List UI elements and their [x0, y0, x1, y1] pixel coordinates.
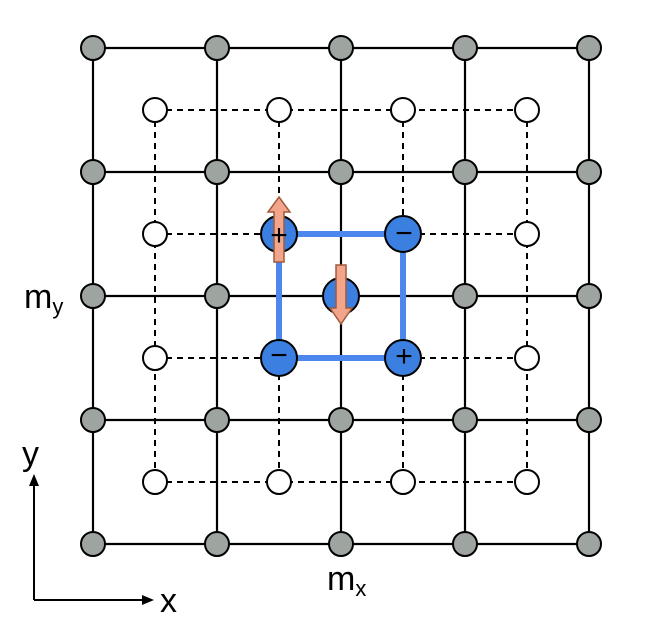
blue-site-bottom-left — [260, 339, 298, 377]
gray-site-2-0 — [80, 283, 106, 309]
blue-sites — [260, 215, 422, 377]
white-site-1-3 — [514, 221, 540, 247]
gray-site-1-0 — [80, 159, 106, 185]
white-site-0-3 — [514, 97, 540, 123]
white-site-3-0 — [142, 469, 168, 495]
white-site-3-2 — [390, 469, 416, 495]
gray-site-1-3 — [452, 159, 478, 185]
spin-down-arrow-icon — [328, 264, 354, 326]
gray-site-3-4 — [576, 407, 602, 433]
gray-site-2-3 — [452, 283, 478, 309]
mx-label-main: m — [327, 560, 355, 598]
gray-site-0-3 — [452, 35, 478, 61]
white-site-1-0 — [142, 221, 168, 247]
gray-site-3-2 — [328, 407, 354, 433]
gray-site-0-2 — [328, 35, 354, 61]
plaquette-outline — [276, 231, 406, 361]
my-label-main: m — [24, 278, 52, 316]
axes — [29, 474, 154, 605]
blue-site-top-right — [384, 215, 422, 253]
gray-site-4-3 — [452, 531, 478, 557]
white-site-0-0 — [142, 97, 168, 123]
my-label: my — [24, 278, 63, 319]
gray-site-4-0 — [80, 531, 106, 557]
gray-site-4-2 — [328, 531, 354, 557]
plaquette-square — [276, 231, 406, 361]
charge-sign-top-right: − — [395, 217, 413, 250]
gray-site-0-0 — [80, 35, 106, 61]
white-site-0-2 — [390, 97, 416, 123]
white-site-0-1 — [266, 97, 292, 123]
white-site-2-3 — [514, 345, 540, 371]
gray-site-2-1 — [204, 283, 230, 309]
gray-site-3-0 — [80, 407, 106, 433]
axis-y-arrowhead — [29, 474, 39, 486]
gray-site-2-4 — [576, 283, 602, 309]
axis-y-label: y — [22, 435, 39, 473]
gray-site-0-1 — [204, 35, 230, 61]
gray-site-1-4 — [576, 159, 602, 185]
blue-site-bottom-right — [384, 339, 422, 377]
charge-sign-bottom-left: − — [270, 339, 288, 372]
gray-site-0-4 — [576, 35, 602, 61]
white-site-2-0 — [142, 345, 168, 371]
gray-site-3-3 — [452, 407, 478, 433]
gray-site-4-4 — [576, 531, 602, 557]
charge-sign-bottom-right: + — [395, 340, 413, 373]
gray-site-1-1 — [204, 159, 230, 185]
axis-x-arrowhead — [142, 595, 154, 605]
mx-label-sub: x — [355, 576, 366, 601]
gray-site-3-1 — [204, 407, 230, 433]
gray-site-1-2 — [328, 159, 354, 185]
gray-sites — [80, 35, 602, 557]
axis-x-label: x — [160, 582, 177, 620]
gray-site-4-1 — [204, 531, 230, 557]
spin-arrows — [266, 195, 354, 326]
white-site-3-1 — [266, 469, 292, 495]
charge-sign-top-left: + — [270, 219, 288, 252]
mx-label: mx — [327, 560, 366, 601]
white-sites — [142, 97, 540, 495]
dashed-lattice-lines — [154, 109, 528, 483]
spin-up-arrow-icon — [266, 195, 292, 263]
white-site-3-3 — [514, 469, 540, 495]
my-label-sub: y — [52, 294, 63, 319]
